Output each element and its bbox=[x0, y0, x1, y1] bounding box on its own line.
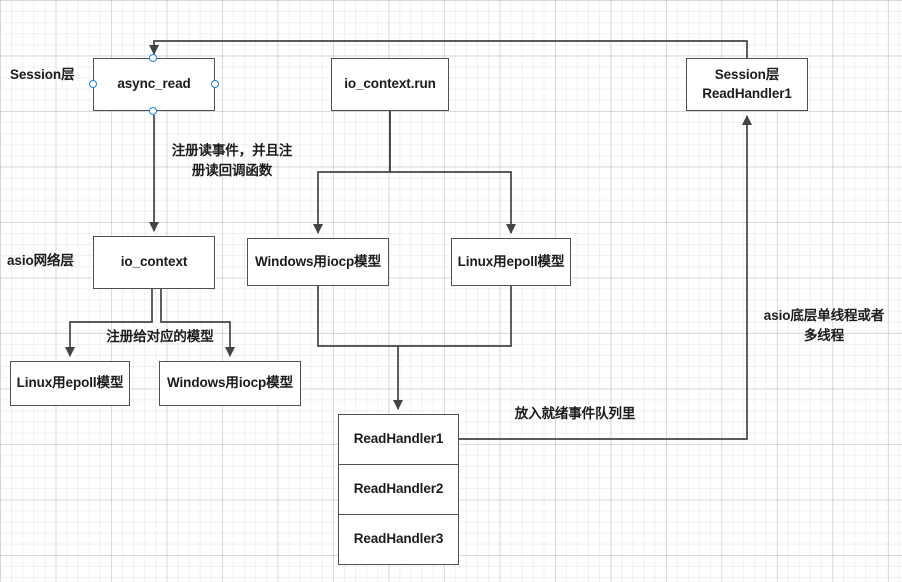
edge-windows-iocp-mid-to-merge bbox=[317, 286, 398, 347]
node-io-context-run[interactable]: io_context.run bbox=[331, 58, 449, 111]
node-linux-epoll-model-middle[interactable]: Linux用epoll模型 bbox=[451, 238, 571, 286]
node-session-readhandler1-label: Session层 ReadHandler1 bbox=[702, 67, 792, 101]
layer-label-session: Session层 bbox=[10, 67, 75, 82]
edge-label-register-read-event: 注册读事件，并且注 册读回调函数 bbox=[171, 143, 293, 179]
node-readhandler3[interactable]: ReadHandler3 bbox=[338, 514, 459, 565]
node-windows-iocp-model-bottom[interactable]: Windows用iocp模型 bbox=[159, 361, 301, 406]
node-session-readhandler1[interactable]: Session层 ReadHandler1 bbox=[686, 58, 808, 111]
edge-run-to-windows-iocp-mid bbox=[312, 111, 391, 235]
node-io-context-label: io_context bbox=[120, 254, 188, 270]
node-async-read-label: async_read bbox=[117, 76, 191, 92]
node-readhandler1-label: ReadHandler1 bbox=[353, 431, 444, 447]
node-windows-iocp-model-bottom-label: Windows用iocp模型 bbox=[167, 375, 293, 391]
node-linux-epoll-model-bottom[interactable]: Linux用epoll模型 bbox=[10, 361, 130, 406]
edge-label-put-into-ready-queue: 放入就绪事件队列里 bbox=[514, 406, 636, 421]
node-windows-iocp-model-middle-label: Windows用iocp模型 bbox=[255, 253, 381, 269]
node-readhandler2[interactable]: ReadHandler2 bbox=[338, 464, 459, 515]
node-windows-iocp-model-middle[interactable]: Windows用iocp模型 bbox=[247, 238, 389, 286]
edge-label-register-to-model: 注册给对应的模型 bbox=[106, 329, 214, 344]
edge-session-readhandler1-to-async-read bbox=[148, 40, 748, 58]
node-linux-epoll-model-bottom-label: Linux用epoll模型 bbox=[16, 375, 124, 391]
node-readhandler1[interactable]: ReadHandler1 bbox=[338, 414, 459, 465]
connection-handle-top-icon[interactable] bbox=[149, 54, 157, 62]
node-async-read[interactable]: async_read bbox=[89, 54, 219, 115]
node-readhandler3-label: ReadHandler3 bbox=[353, 531, 444, 547]
connection-handle-left-icon[interactable] bbox=[89, 79, 97, 88]
connection-handle-right-icon[interactable] bbox=[211, 79, 219, 88]
connection-handle-bottom-icon[interactable] bbox=[149, 107, 157, 115]
edge-label-asio-thread-note: asio底层单线程或者 多线程 bbox=[763, 308, 885, 344]
edge-linux-epoll-mid-to-merge bbox=[398, 286, 512, 347]
layer-label-asio-network: asio网络层 bbox=[7, 253, 74, 268]
node-readhandler2-label: ReadHandler2 bbox=[353, 481, 444, 497]
edge-run-to-linux-epoll-mid bbox=[389, 111, 517, 235]
node-linux-epoll-model-middle-label: Linux用epoll模型 bbox=[457, 253, 565, 269]
node-io-context-run-label: io_context.run bbox=[344, 76, 436, 92]
node-io-context[interactable]: io_context bbox=[93, 236, 215, 289]
